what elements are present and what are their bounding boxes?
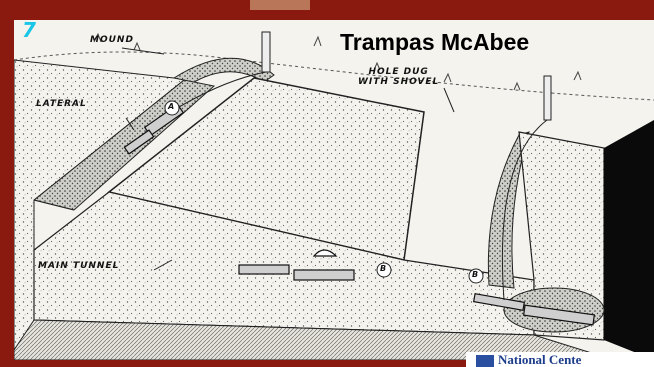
illustration-panel: MOUND LATERAL HOLE DUG WITH SHOVEL MAIN … xyxy=(14,20,654,360)
marker-b-right: B xyxy=(472,271,479,280)
slide-number: 7 xyxy=(22,20,36,40)
marker-b-center: B xyxy=(380,265,387,274)
sponsor-logo: National Cente xyxy=(466,352,654,367)
logo-text: National Cente xyxy=(498,352,581,367)
slide-title: Trampas McAbee xyxy=(340,31,529,54)
marker-a: A xyxy=(168,103,175,112)
label-hole-dug: HOLE DUG WITH SHOVEL xyxy=(358,68,439,88)
label-main-tunnel: MAIN TUNNEL xyxy=(38,262,119,272)
frame-accent xyxy=(250,0,310,10)
label-mound: MOUND xyxy=(90,36,134,46)
logo-emblem-icon xyxy=(476,355,494,367)
mole-trap-sketch xyxy=(14,20,654,360)
label-lateral: LATERAL xyxy=(36,100,87,110)
